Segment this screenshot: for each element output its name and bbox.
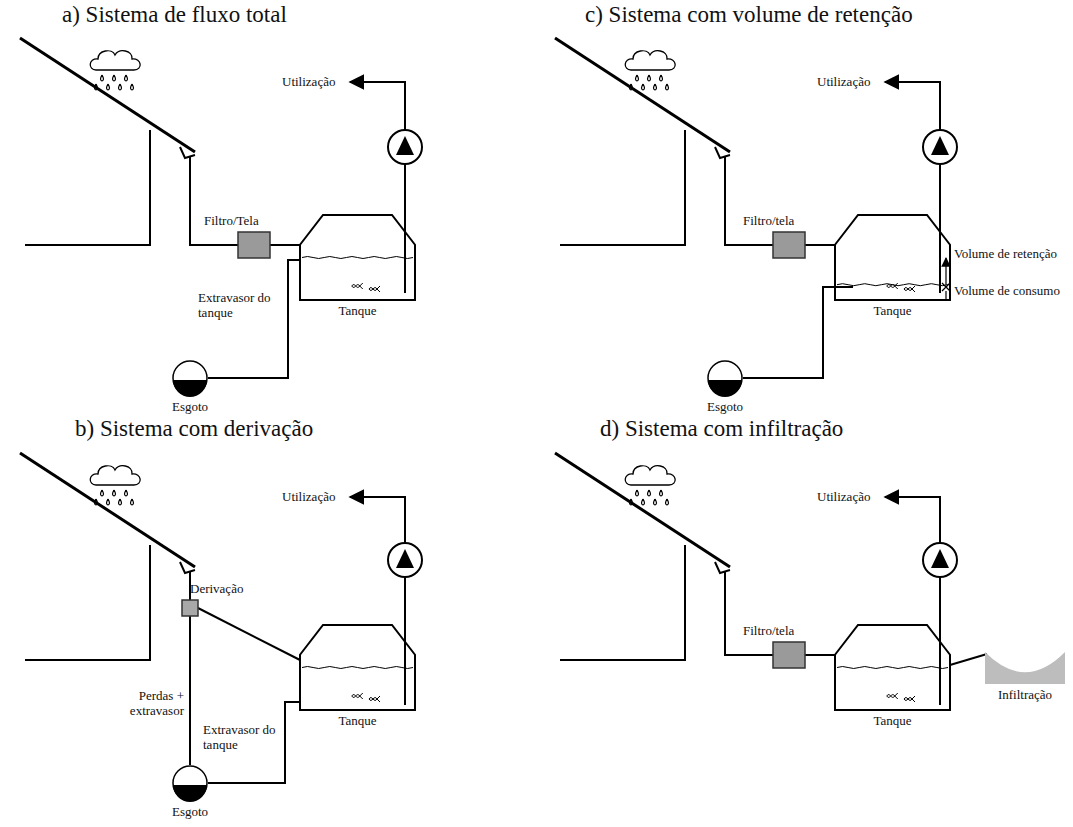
filter-node: Filtro/tela: [773, 642, 805, 668]
tank-node: Tanque: [300, 215, 415, 300]
node-label: Esgoto: [172, 399, 208, 414]
sewer-node: Esgoto: [707, 360, 743, 396]
node-shape: [773, 642, 805, 668]
node-shape: [835, 625, 950, 710]
tank-node: Tanque: [835, 215, 950, 300]
sewer-node: Esgoto: [172, 360, 208, 396]
panel-a: [20, 38, 422, 293]
node-label: Tanque: [873, 713, 911, 728]
pipe-connector: [270, 244, 300, 246]
panel-heading: d) Sistema com infiltração: [600, 416, 843, 442]
panel-heading: c) Sistema com volume de retenção: [585, 2, 913, 28]
filter-node: Filtro/tela: [773, 232, 805, 258]
panel-d: [555, 453, 957, 705]
node-shape: [835, 215, 950, 300]
edge-label: Perdas + extravasor: [112, 688, 184, 718]
node-label: Filtro/tela: [743, 623, 794, 638]
node-label: Infiltração: [998, 687, 1052, 702]
panel-c: [555, 38, 957, 300]
tank-node: Tanque: [300, 625, 415, 710]
pipe-connector: [198, 608, 300, 660]
edge-label: Extravasor do tanque: [203, 722, 281, 752]
node-shape: [182, 600, 198, 616]
node-label: Tanque: [873, 303, 911, 318]
sewer-node: Esgoto: [172, 765, 208, 801]
pipe-connector: [805, 244, 835, 246]
node-shape: [300, 215, 415, 300]
tank-node: Tanque: [835, 625, 950, 710]
node-label: Derivação: [190, 581, 243, 596]
annotation-label: Volume de consumo: [954, 283, 1060, 298]
filter-node: Derivação: [182, 600, 198, 616]
node-shape: [172, 765, 208, 801]
node-label: Filtro/Tela: [204, 213, 259, 228]
infiltration-node: Infiltração: [985, 650, 1065, 684]
annotation-label: Utilização: [282, 74, 335, 89]
pipe-connector: [805, 654, 835, 656]
pipe-connector: [950, 654, 987, 665]
panel-heading: a) Sistema de fluxo total: [62, 2, 287, 28]
panel-heading: b) Sistema com derivação: [75, 416, 313, 442]
annotation-label: Utilização: [817, 74, 870, 89]
annotation-label: Utilização: [282, 489, 335, 504]
node-shape: [985, 650, 1065, 684]
node-shape: [773, 232, 805, 258]
node-shape: [707, 360, 743, 396]
annotation-label: Volume de retenção: [954, 246, 1057, 261]
node-label: Tanque: [338, 713, 376, 728]
node-label: Esgoto: [707, 399, 743, 414]
edge-label: Extravasor do tanque: [198, 290, 280, 320]
node-shape: [172, 360, 208, 396]
node-label: Tanque: [338, 303, 376, 318]
node-label: Esgoto: [172, 804, 208, 819]
node-shape: [300, 625, 415, 710]
node-label: Filtro/tela: [743, 213, 794, 228]
filter-node: Filtro/Tela: [238, 232, 270, 258]
panel-b: [20, 453, 422, 705]
annotation-label: Utilização: [817, 489, 870, 504]
node-shape: [238, 232, 270, 258]
pipe-connector: [189, 616, 191, 765]
